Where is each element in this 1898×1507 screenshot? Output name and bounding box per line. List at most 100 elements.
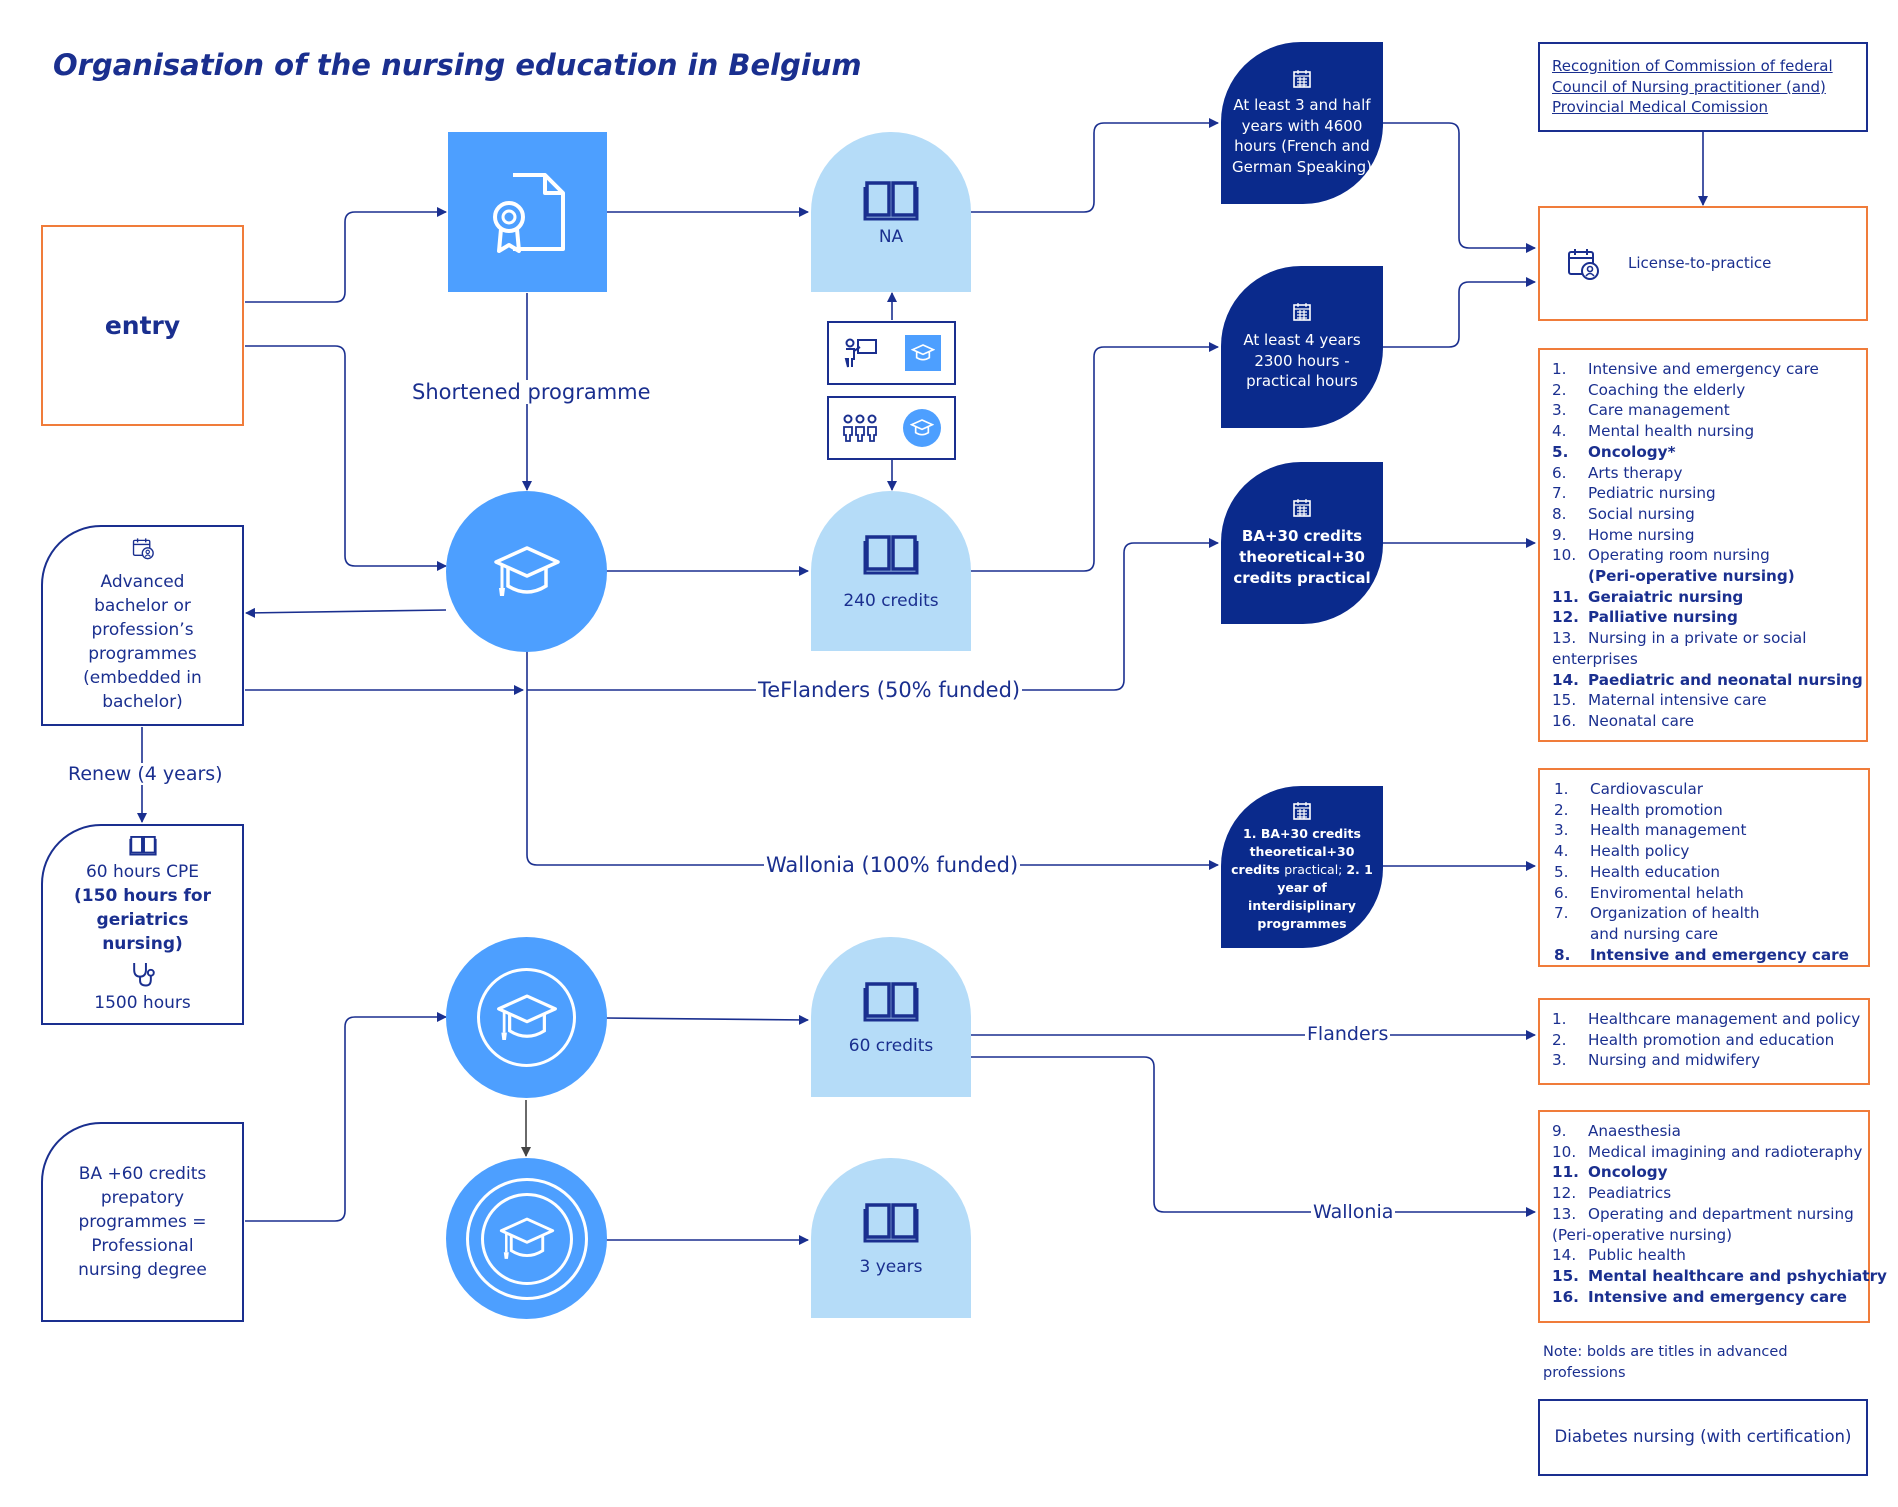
arch-na: NA — [811, 132, 971, 292]
diabetes-box: Diabetes nursing (with certification) — [1538, 1399, 1868, 1476]
certificate-icon — [492, 173, 565, 253]
master-ring — [477, 968, 576, 1067]
list-item-text: Health management — [1590, 821, 1747, 840]
arrow-60-to-list4 — [970, 1056, 1536, 1217]
calendar-icon — [1293, 303, 1311, 322]
list-item: 3. Care management — [1552, 400, 1854, 421]
list-item-number: 3. — [1554, 821, 1569, 840]
list-item-number: 12. — [1552, 1184, 1577, 1203]
wallonia-label: Wallonia — [1311, 1201, 1396, 1223]
list-item-number: 4. — [1552, 422, 1567, 441]
graduation-cap-icon — [910, 344, 935, 361]
list-item: 8.Social nursing — [1552, 504, 1854, 525]
list-item: 9.Anaesthesia — [1552, 1121, 1856, 1142]
list-item: and nursing care — [1554, 924, 1854, 945]
calendar-icon — [1293, 70, 1311, 88]
list-item-text: Health policy — [1590, 842, 1690, 861]
arrow-na-to-leaf1 — [970, 118, 1219, 213]
entry-label: entry — [104, 311, 181, 340]
list-item-number: 8. — [1554, 945, 1571, 964]
list-item-number: 3. — [1552, 1051, 1567, 1070]
leaf-french-german-text: At least 3 and half years with 4600 hour… — [1231, 96, 1373, 176]
list-item-number: 6. — [1554, 883, 1569, 902]
list-item: 3. Health management — [1554, 820, 1854, 841]
list-item-number: 6. — [1552, 463, 1567, 482]
cap-circle-badge — [903, 409, 942, 447]
list-item-text: Oncology — [1588, 1163, 1668, 1182]
list-item-number: 3. — [1552, 401, 1567, 420]
list-item-text: Health promotion — [1590, 800, 1723, 819]
list-item-number: 7. — [1552, 484, 1567, 503]
renew-label: Renew (4 years) — [66, 763, 225, 785]
calendar-person-icon — [132, 538, 154, 560]
list-item: 11.Oncology — [1552, 1162, 1856, 1183]
leaf-french-german: At least 3 and half years with 4600 hour… — [1221, 42, 1383, 204]
cpe-box: 60 hours CPE (150 hours for geriatrics n… — [41, 824, 244, 1025]
list-item: (Peri-operative nursing) — [1552, 1225, 1856, 1246]
leaf-ba30-wallonia-part-a: 1. BA+30 credits theoretical+30 credits — [1231, 826, 1361, 877]
list-item-text: Public health — [1588, 1246, 1686, 1265]
list-item: 10.Operating room nursing — [1552, 545, 1854, 566]
list-item-text: Healthcare management and policy — [1588, 1010, 1861, 1028]
list-item: 2.Health promotion — [1554, 800, 1854, 821]
list-item-number: 9. — [1552, 525, 1567, 544]
list-item: 3. Nursing and midwifery — [1552, 1050, 1856, 1071]
arrow-entry-to-certificate — [245, 207, 447, 303]
list-item: 1.Cardiovascular — [1554, 779, 1854, 800]
list-item: 6.Arts therapy — [1552, 463, 1854, 484]
list-item: 12.Palliative nursing — [1552, 607, 1854, 628]
list-item: 16. Neonatal care — [1552, 711, 1854, 732]
list-item-number: 16. — [1552, 711, 1577, 730]
doctoral-inner-ring — [480, 1192, 573, 1285]
diabetes-text: Diabetes nursing (with certification) — [1554, 1427, 1852, 1447]
list-item-number: 8. — [1552, 504, 1567, 523]
flanders-label: Flanders — [1305, 1023, 1391, 1045]
calendar-icon — [1293, 498, 1311, 517]
list-item-number: 10. — [1552, 1142, 1577, 1161]
leaf-flemish: At least 4 years 2300 hours - practical … — [1221, 266, 1383, 428]
list-item-number: 15. — [1552, 1266, 1579, 1285]
graduation-cap-icon — [493, 545, 560, 596]
doctoral-outer-ring — [465, 1177, 588, 1300]
arch-60-label: 60 credits — [848, 1036, 934, 1056]
list-item-text: Intensive and emergency care — [1588, 360, 1819, 378]
list-item-text: Palliative nursing — [1588, 608, 1738, 627]
teacher-icon-box — [827, 321, 956, 385]
list-item: 4.Health policy — [1554, 841, 1854, 862]
list-item: 13.Nursing in a private or social — [1552, 628, 1854, 649]
list-item-number: 13. — [1552, 1204, 1577, 1223]
arrow-teflanders-to-leaf3 — [527, 538, 1219, 691]
bachelor-circle — [446, 491, 607, 652]
list-item-number: 2. — [1552, 380, 1567, 399]
book-icon — [863, 1203, 919, 1243]
ba60-text: BA +60 credits prepatory programmes = Pr… — [78, 1164, 207, 1280]
list-item: 1.Healthcare management and policy — [1552, 1009, 1860, 1030]
book-icon — [863, 181, 919, 221]
list-item: 13.Operating and department nursing — [1552, 1204, 1856, 1225]
list-item-number: 16. — [1552, 1287, 1579, 1306]
list-item-text: Neonatal care — [1588, 711, 1695, 730]
arch-3-years: 3 years — [811, 1158, 971, 1318]
list-item: enterprises — [1552, 649, 1854, 670]
people-group-icon — [842, 414, 877, 442]
list-item-text: Organization of health — [1590, 904, 1760, 923]
list-item: 5.Health education — [1554, 862, 1854, 883]
list-item-text: Geraiatric nursing — [1588, 587, 1744, 606]
arrow-leaf1-to-license — [1382, 122, 1536, 253]
list-item-text: Care management — [1588, 401, 1730, 420]
list-item-text: Enviromental helath — [1590, 883, 1744, 902]
arrow-ba60-to-master — [245, 1012, 447, 1222]
arrow-bachelor-to-wallonia — [526, 651, 1219, 870]
calendar-person-icon — [1568, 248, 1599, 280]
list-item: 10.Medical imagining and radioteraphy — [1552, 1142, 1862, 1163]
recognition-text: Recognition of Commission of federal Cou… — [1552, 57, 1833, 116]
list-item-text: Nursing and midwifery — [1588, 1051, 1761, 1070]
arch-na-label: NA — [878, 227, 904, 247]
